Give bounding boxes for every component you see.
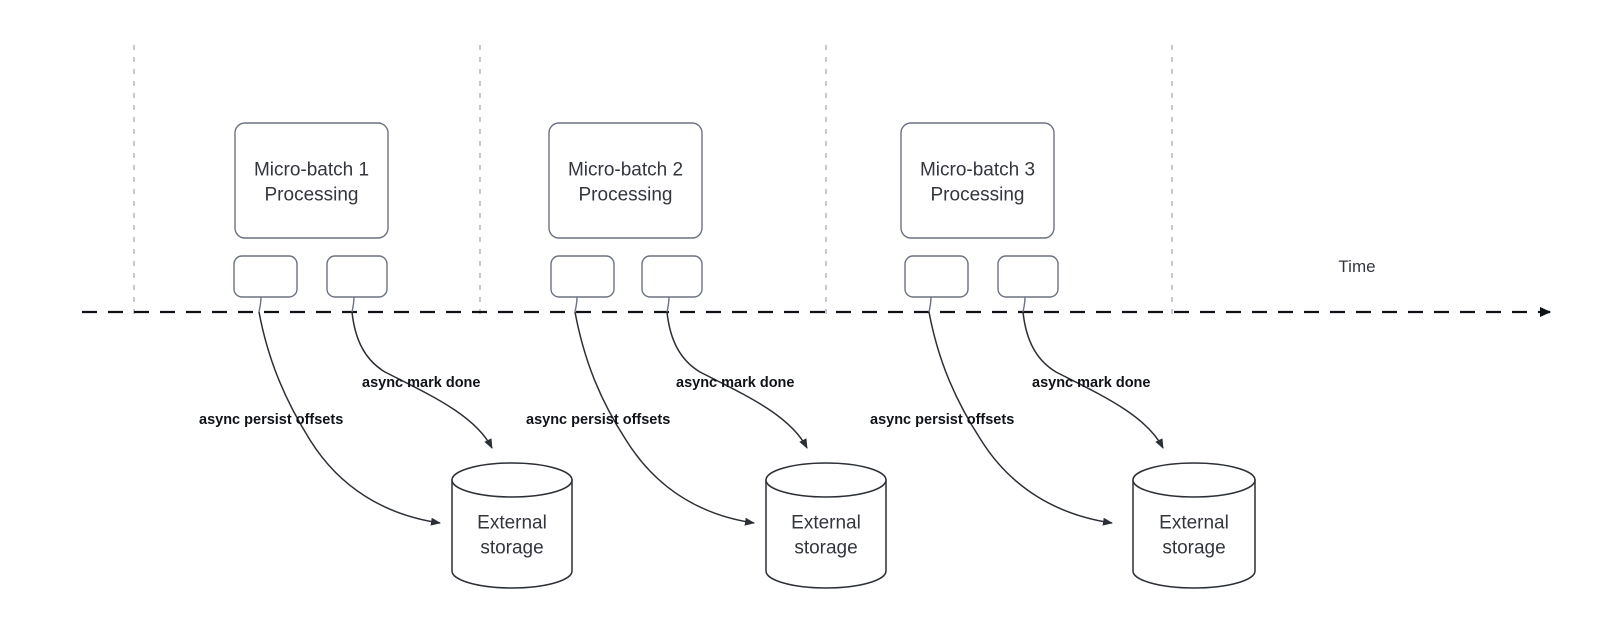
external-storage-cylinder-3[interactable]: External storage — [1132, 462, 1256, 589]
async-persist-offsets-edge-2: async persist offsets — [526, 311, 755, 526]
micro-batch-box-line2: Processing — [931, 185, 1025, 206]
micro-batch-box-line2: Processing — [579, 185, 673, 206]
edge-path — [928, 311, 1113, 526]
external-storage-line2: storage — [1162, 538, 1225, 559]
persist-offsets-task-box[interactable] — [233, 255, 298, 298]
micro-batch-processing-box-1[interactable]: Micro-batch 1 Processing — [234, 122, 389, 239]
cylinder-top-ellipse — [765, 462, 887, 498]
external-storage-line1: External — [1159, 513, 1229, 534]
persist-offsets-stem — [574, 296, 578, 313]
persist-offsets-stem — [258, 296, 262, 313]
edge-label: async persist offsets — [526, 412, 670, 428]
micro-batch-box-line1: Micro-batch 1 — [254, 160, 369, 181]
cylinder-body — [451, 479, 573, 589]
cylinder-body — [1132, 479, 1256, 589]
micro-batch-box-shape — [548, 122, 703, 239]
micro-batch-box-line1: Micro-batch 2 — [568, 160, 683, 181]
time-axis-label: Time — [1338, 257, 1375, 276]
edge-path — [351, 311, 493, 449]
async-persist-offsets-edge-3: async persist offsets — [870, 311, 1113, 526]
edge-label: async persist offsets — [199, 412, 343, 428]
async-mark-done-edge-3: async mark done — [1022, 311, 1164, 449]
time-axis: Time — [82, 257, 1551, 317]
mark-done-task-box[interactable] — [997, 255, 1059, 298]
edge-path — [258, 311, 441, 526]
mark-done-task-box[interactable] — [641, 255, 703, 298]
mark-done-stem — [351, 296, 355, 313]
cylinder-body — [765, 479, 887, 589]
external-storage-cylinder-2[interactable]: External storage — [765, 462, 887, 589]
micro-batch-box-line1: Micro-batch 3 — [920, 160, 1035, 181]
mark-done-task-box[interactable] — [326, 255, 388, 298]
external-storage-line2: storage — [480, 538, 543, 559]
micro-batch-box-shape — [900, 122, 1055, 239]
cylinder-top-ellipse — [1132, 462, 1256, 498]
edge-label: async mark done — [676, 375, 794, 391]
mark-done-stem — [666, 296, 670, 313]
tick-lines-group — [133, 45, 1173, 315]
edge-label: async mark done — [1032, 375, 1150, 391]
external-storage-line1: External — [477, 513, 547, 534]
async-persist-offsets-edge-1: async persist offsets — [199, 311, 441, 526]
edge-label: async persist offsets — [870, 412, 1014, 428]
external-storage-cylinder-1[interactable]: External storage — [451, 462, 573, 589]
cylinder-top-ellipse — [451, 462, 573, 498]
persist-offsets-task-box[interactable] — [904, 255, 969, 298]
edge-path — [666, 311, 808, 449]
external-storage-line1: External — [791, 513, 861, 534]
micro-batch-processing-box-2[interactable]: Micro-batch 2 Processing — [548, 122, 703, 239]
async-mark-done-edge-1: async mark done — [351, 311, 493, 449]
edge-path — [1022, 311, 1164, 449]
external-storage-line2: storage — [794, 538, 857, 559]
micro-batch-box-line2: Processing — [265, 185, 359, 206]
mark-done-stem — [1022, 296, 1026, 313]
micro-batch-box-shape — [234, 122, 389, 239]
micro-batch-processing-box-3[interactable]: Micro-batch 3 Processing — [900, 122, 1055, 239]
persist-offsets-stem — [928, 296, 932, 313]
edge-label: async mark done — [362, 375, 480, 391]
async-mark-done-edge-2: async mark done — [666, 311, 808, 449]
persist-offsets-task-box[interactable] — [550, 255, 615, 298]
edge-path — [574, 311, 755, 526]
